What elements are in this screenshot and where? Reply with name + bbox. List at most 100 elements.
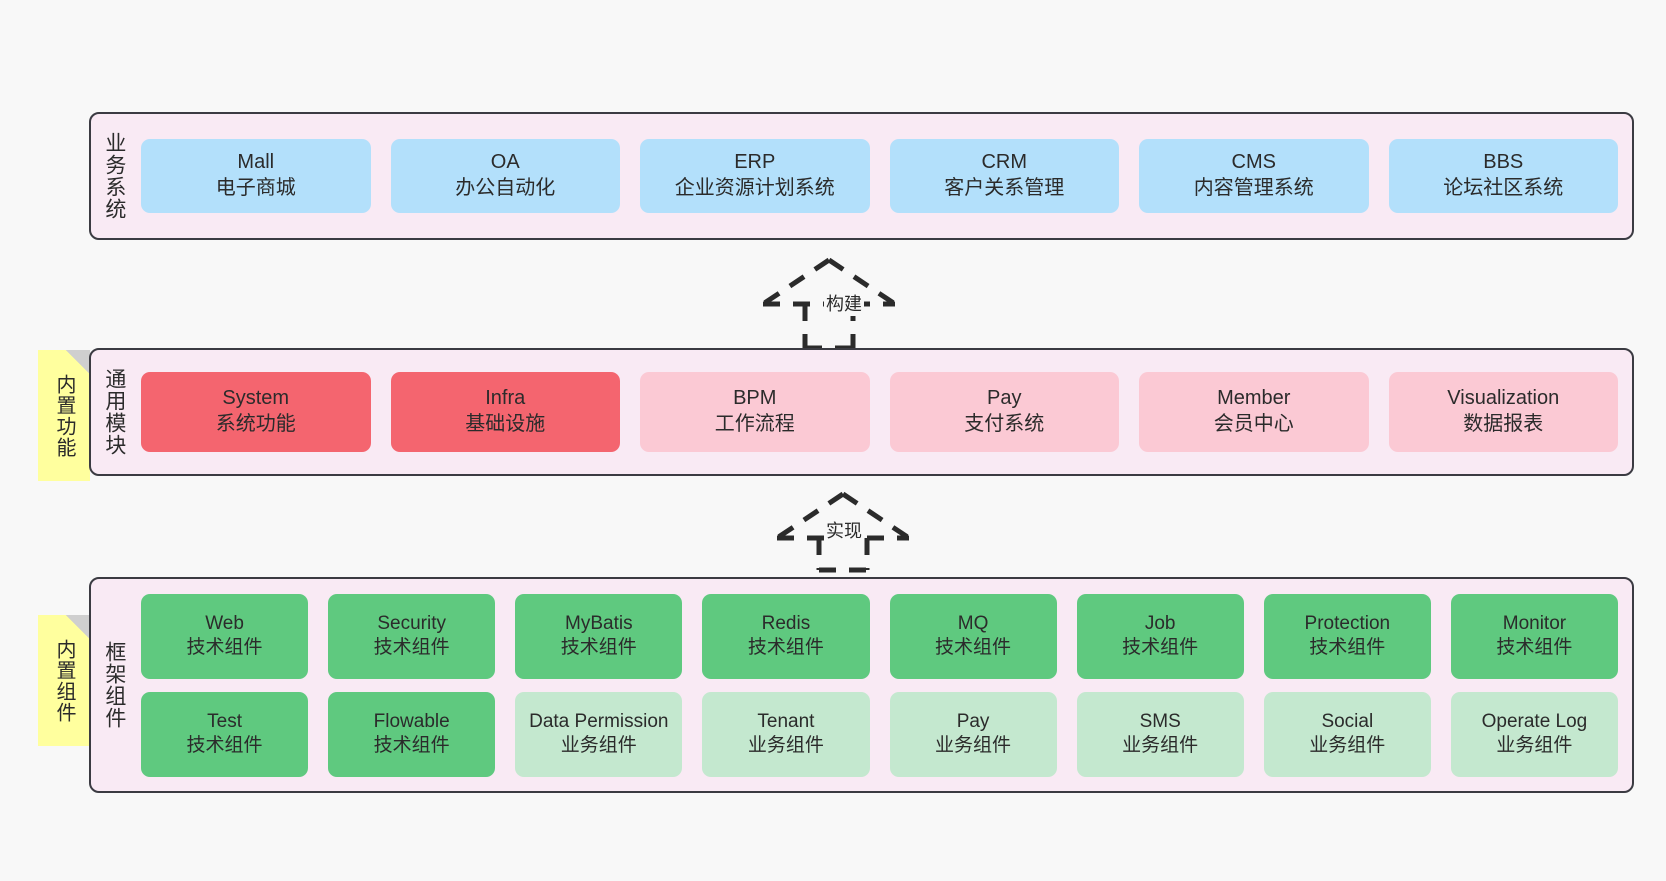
note-builtin-features-label: 内置功能 [53, 373, 75, 458]
common-module-member[interactable]: Member 会员中心 [1139, 372, 1369, 452]
framework-component-operate-log-desc: 业务组件 [1496, 735, 1573, 756]
framework-component-security[interactable]: Security 技术组件 [328, 593, 496, 679]
business-box-mall-name: Mall [237, 151, 275, 174]
framework-component-redis-name: Redis [761, 612, 811, 634]
layer-framework-components: 框架组件 Web 技术组件 Security 技术组件 MyBatis 技术组件… [89, 577, 1634, 793]
framework-component-protection-desc: 技术组件 [1309, 637, 1386, 658]
framework-component-job[interactable]: Job 技术组件 [1076, 593, 1244, 679]
layer-common-modules: 通用模块 System 系统功能 Infra 基础设施 BPM 工作流程 Pay… [89, 348, 1634, 476]
framework-component-web-desc: 技术组件 [186, 637, 263, 658]
framework-component-sms-name: SMS [1139, 710, 1181, 732]
business-box-mall-desc: 电子商城 [215, 177, 296, 199]
framework-component-mybatis-name: MyBatis [565, 612, 633, 634]
common-module-pay-desc: 支付系统 [964, 413, 1045, 435]
business-box-erp[interactable]: ERP 企业资源计划系统 [640, 139, 870, 213]
framework-component-operate-log-name: Operate Log [1481, 710, 1588, 732]
framework-component-data-permission-desc: 业务组件 [560, 735, 637, 756]
layer-business-systems: 业务系统 Mall 电子商城 OA 办公自动化 ERP 企业资源计划系统 CRM… [89, 112, 1634, 240]
common-module-member-name: Member [1217, 387, 1291, 410]
business-box-oa[interactable]: OA 办公自动化 [390, 139, 620, 213]
common-module-infra[interactable]: Infra 基础设施 [390, 372, 620, 452]
framework-component-mq[interactable]: MQ 技术组件 [889, 593, 1057, 679]
business-box-erp-name: ERP [734, 151, 776, 174]
business-box-bbs[interactable]: BBS 论坛社区系统 [1388, 139, 1618, 213]
framework-component-pay-name: Pay [956, 710, 990, 732]
connector-build: 构建 [757, 257, 902, 351]
framework-component-data-permission-name: Data Permission [529, 710, 669, 732]
framework-component-tenant-name: Tenant [757, 710, 815, 732]
business-box-oa-name: OA [490, 151, 520, 174]
layer-title-business: 业务系统 [102, 132, 126, 220]
common-module-visualization[interactable]: Visualization 数据报表 [1388, 372, 1618, 452]
framework-component-operate-log[interactable]: Operate Log 业务组件 [1450, 691, 1618, 777]
framework-component-tenant[interactable]: Tenant 业务组件 [702, 691, 870, 777]
connector-build-label: 构建 [824, 290, 864, 316]
business-box-erp-desc: 企业资源计划系统 [674, 177, 835, 199]
framework-component-job-desc: 技术组件 [1122, 637, 1199, 658]
connector-implement-label: 实现 [824, 517, 864, 543]
business-box-cms-desc: 内容管理系统 [1193, 177, 1314, 199]
note-fold-corner-icon [66, 350, 90, 374]
common-module-bpm[interactable]: BPM 工作流程 [640, 372, 870, 452]
business-box-mall[interactable]: Mall 电子商城 [141, 139, 371, 213]
framework-component-mq-name: MQ [957, 612, 989, 634]
layer-body-business: Mall 电子商城 OA 办公自动化 ERP 企业资源计划系统 CRM 客户关系… [137, 114, 1632, 238]
framework-component-sms[interactable]: SMS 业务组件 [1076, 691, 1244, 777]
framework-tech-row: Web 技术组件 Security 技术组件 MyBatis 技术组件 Redi… [141, 593, 1618, 679]
common-module-pay-name: Pay [987, 387, 1022, 410]
framework-component-test-name: Test [207, 710, 242, 732]
framework-component-tenant-desc: 业务组件 [747, 735, 824, 756]
framework-component-protection[interactable]: Protection 技术组件 [1263, 593, 1431, 679]
framework-component-social-name: Social [1321, 710, 1374, 732]
common-module-system-name: System [222, 387, 290, 410]
framework-component-sms-desc: 业务组件 [1122, 735, 1199, 756]
layer-body-common: System 系统功能 Infra 基础设施 BPM 工作流程 Pay 支付系统… [137, 350, 1632, 474]
business-box-bbs-name: BBS [1483, 151, 1524, 174]
framework-component-flowable-name: Flowable [373, 710, 450, 732]
common-module-visualization-desc: 数据报表 [1463, 413, 1544, 435]
framework-component-pay[interactable]: Pay 业务组件 [889, 691, 1057, 777]
note-builtin-features: 内置功能 [38, 350, 90, 481]
framework-component-web-name: Web [205, 612, 244, 634]
common-module-pay[interactable]: Pay 支付系统 [889, 372, 1119, 452]
connector-implement: 实现 [771, 491, 916, 573]
framework-component-flowable[interactable]: Flowable 技术组件 [328, 691, 496, 777]
layer-title-framework: 框架组件 [102, 641, 126, 729]
framework-component-monitor-desc: 技术组件 [1496, 637, 1573, 658]
note-builtin-components-label: 内置组件 [53, 638, 75, 723]
framework-component-job-name: Job [1144, 612, 1176, 634]
layer-body-framework: Web 技术组件 Security 技术组件 MyBatis 技术组件 Redi… [137, 579, 1632, 791]
common-module-member-desc: 会员中心 [1213, 413, 1294, 435]
framework-component-protection-name: Protection [1304, 612, 1391, 634]
framework-component-social[interactable]: Social 业务组件 [1263, 691, 1431, 777]
framework-component-data-permission[interactable]: Data Permission 业务组件 [515, 691, 683, 777]
framework-component-monitor-name: Monitor [1502, 612, 1567, 634]
note-fold-corner-icon [66, 615, 90, 639]
common-modules-row: System 系统功能 Infra 基础设施 BPM 工作流程 Pay 支付系统… [141, 372, 1618, 452]
common-module-infra-desc: 基础设施 [465, 413, 546, 435]
common-module-visualization-name: Visualization [1447, 387, 1560, 410]
framework-component-social-desc: 业务组件 [1309, 735, 1386, 756]
framework-component-mybatis[interactable]: MyBatis 技术组件 [515, 593, 683, 679]
framework-component-redis[interactable]: Redis 技术组件 [702, 593, 870, 679]
framework-component-redis-desc: 技术组件 [747, 637, 824, 658]
common-module-bpm-desc: 工作流程 [714, 413, 795, 435]
framework-component-flowable-desc: 技术组件 [373, 735, 450, 756]
framework-component-security-name: Security [377, 612, 446, 634]
framework-component-mybatis-desc: 技术组件 [560, 637, 637, 658]
note-builtin-components: 内置组件 [38, 615, 90, 746]
framework-biz-row: Test 技术组件 Flowable 技术组件 Data Permission … [141, 691, 1618, 777]
business-box-crm[interactable]: CRM 客户关系管理 [889, 139, 1119, 213]
common-module-bpm-name: BPM [733, 387, 777, 410]
business-box-crm-desc: 客户关系管理 [944, 177, 1065, 199]
business-box-oa-desc: 办公自动化 [455, 177, 556, 199]
common-module-system[interactable]: System 系统功能 [141, 372, 371, 452]
framework-component-test-desc: 技术组件 [186, 735, 263, 756]
framework-component-monitor[interactable]: Monitor 技术组件 [1450, 593, 1618, 679]
framework-component-test[interactable]: Test 技术组件 [141, 691, 309, 777]
common-module-system-desc: 系统功能 [215, 413, 296, 435]
framework-component-web[interactable]: Web 技术组件 [141, 593, 309, 679]
business-systems-row: Mall 电子商城 OA 办公自动化 ERP 企业资源计划系统 CRM 客户关系… [141, 139, 1618, 213]
business-box-cms[interactable]: CMS 内容管理系统 [1139, 139, 1369, 213]
